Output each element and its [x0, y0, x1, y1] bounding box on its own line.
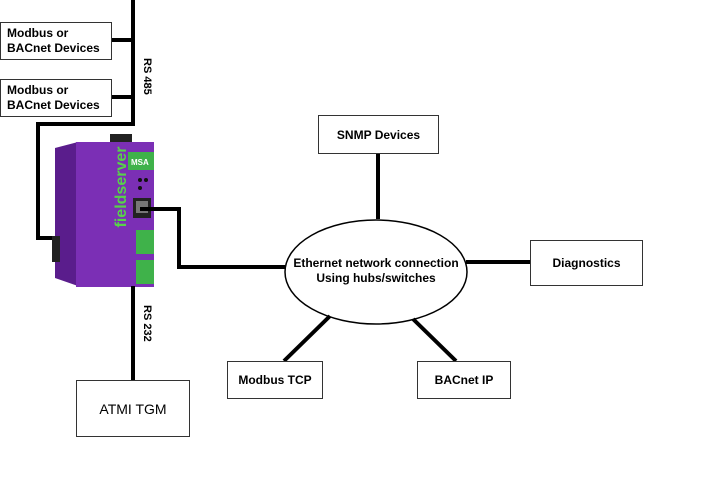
snmp-devices-box: SNMP Devices — [318, 115, 439, 154]
bacnet-ip-link-line — [411, 317, 458, 363]
modbus-tcp-box: Modbus TCP — [227, 361, 323, 399]
modbus-bacnet-devices-box-mid: Modbus or BACnet Devices — [0, 79, 112, 117]
box-line-2: BACnet Devices — [7, 98, 100, 112]
atmi-tgm-box: ATMI TGM — [76, 380, 190, 437]
box-line-2: BACnet Devices — [7, 41, 100, 55]
device-brand-label: fieldserver — [113, 146, 130, 228]
rs485-label: RS 485 — [141, 58, 153, 95]
ethernet-cable-line — [140, 207, 285, 269]
bacnet-ip-box: BACnet IP — [417, 361, 511, 399]
fieldserver-device — [52, 134, 154, 287]
modbus-tcp-link-line — [282, 314, 332, 363]
ethernet-network-ellipse — [284, 219, 468, 325]
ethernet-label-line-1: Ethernet network connection — [293, 256, 459, 270]
ethernet-label-line-2: Using hubs/switches — [316, 271, 436, 285]
box-line-1: Modbus or — [7, 83, 69, 97]
diagnostics-box: Diagnostics — [530, 240, 643, 286]
box-line-1: Modbus or — [7, 26, 69, 40]
device-logo-label: MSA — [131, 158, 149, 167]
rs232-label: RS 232 — [141, 305, 153, 342]
modbus-bacnet-devices-box-top: Modbus or BACnet Devices — [0, 22, 112, 60]
ethernet-network-label: Ethernet network connection Using hubs/s… — [285, 256, 467, 286]
